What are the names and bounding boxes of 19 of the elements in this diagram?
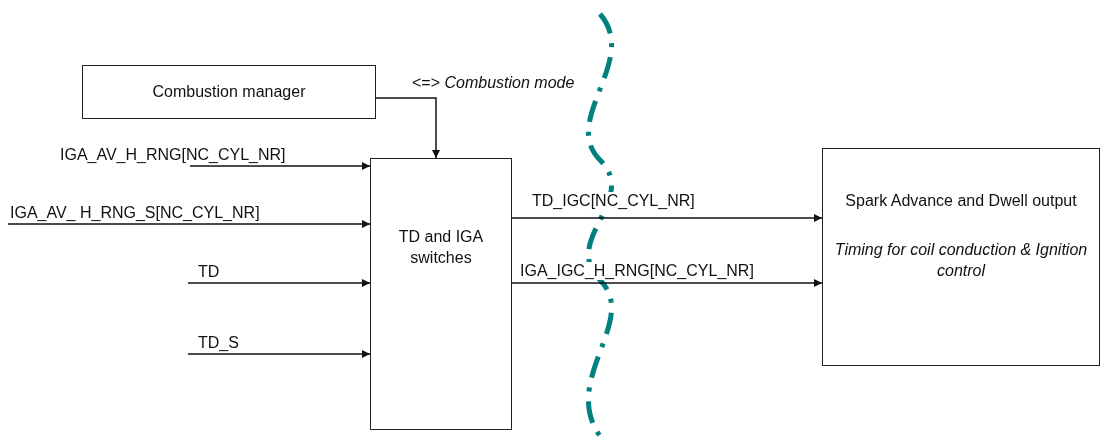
box-title: Combustion manager	[152, 81, 306, 102]
arrow	[511, 279, 823, 287]
box-title: Spark Advance and Dwell output	[845, 191, 1077, 211]
edge-label: IGA_AV_ H_RNG_S[NC_CYL_NR]	[8, 204, 262, 222]
edge-label: TD_IGC[NC_CYL_NR]	[530, 192, 697, 210]
process-box	[822, 148, 1100, 366]
box-title: TD and IGA switches	[397, 227, 485, 268]
process-box	[82, 65, 376, 119]
edge-label: IGA_AV_H_RNG[NC_CYL_NR]	[58, 146, 288, 164]
arrow	[187, 350, 371, 358]
arrow	[187, 279, 371, 287]
arrow	[375, 97, 440, 159]
edge-label: IGA_IGC_H_RNG[NC_CYL_NR]	[518, 262, 756, 280]
process-box	[370, 158, 512, 430]
box-description: Timing for coil conduction & Ignition control	[833, 239, 1089, 281]
arrow	[7, 220, 371, 228]
arrow	[189, 162, 371, 170]
arrow	[511, 214, 823, 222]
edge-label: TD_S	[196, 334, 241, 352]
